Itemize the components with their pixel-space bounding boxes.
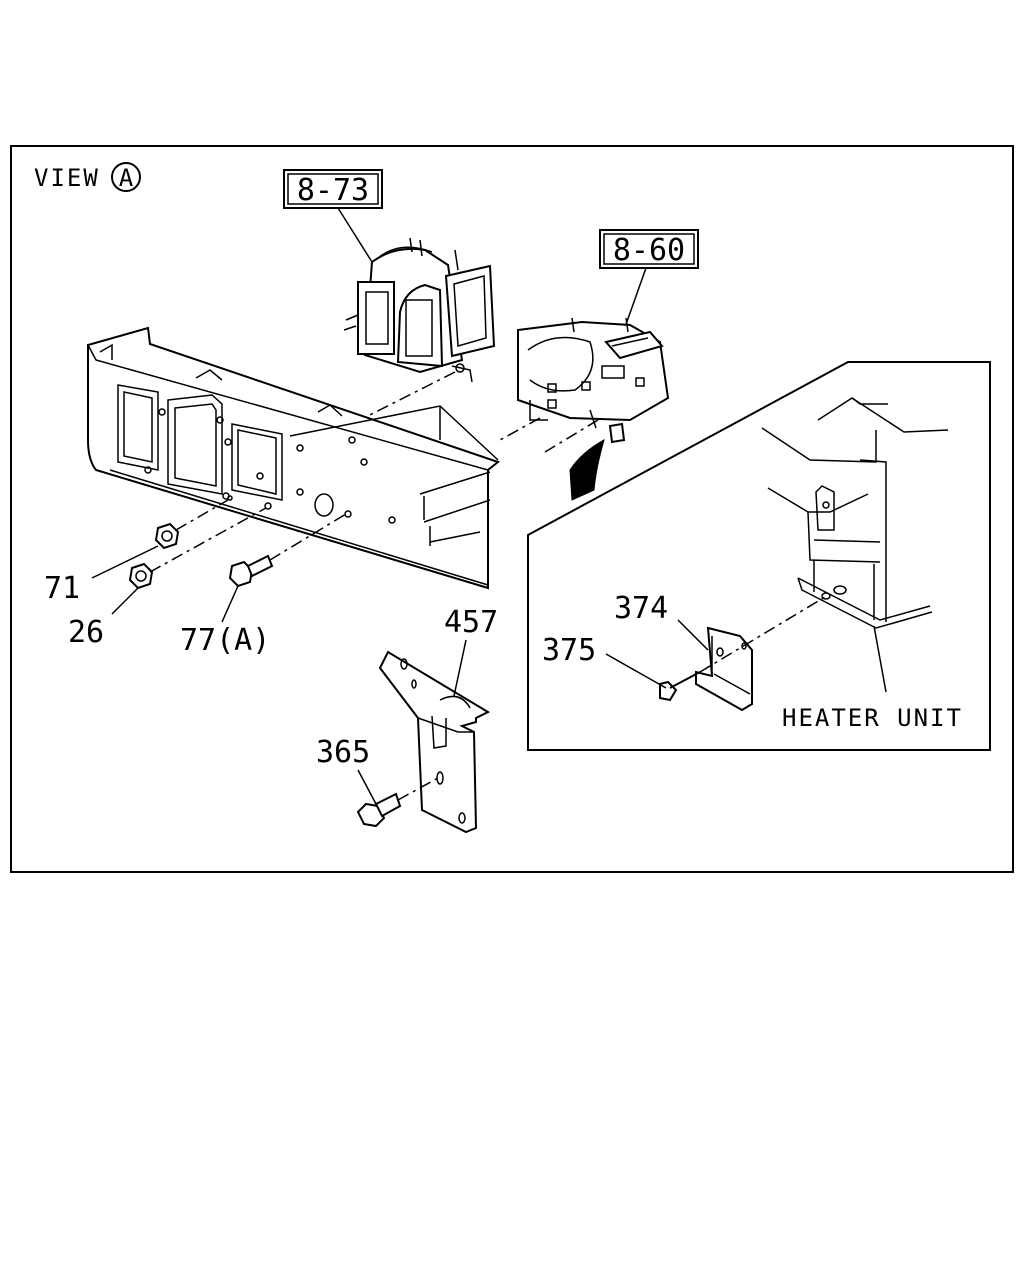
view-label: VIEW xyxy=(34,164,100,192)
ref-box-frame xyxy=(283,169,383,209)
ref-box-inner xyxy=(287,173,379,205)
diagram-frame xyxy=(10,145,1014,873)
ref-box-frame xyxy=(599,229,699,269)
detail-inset xyxy=(527,361,991,751)
nut-26 xyxy=(128,562,154,590)
leader-blower xyxy=(337,207,373,263)
view-title: VIEW A xyxy=(34,162,141,192)
evaporator-unit xyxy=(517,317,670,444)
assembly-line xyxy=(499,417,541,441)
heater-unit-label: HEATER UNIT xyxy=(782,704,963,732)
bracket-457 xyxy=(378,650,491,834)
assembly-line xyxy=(397,777,439,801)
callout-77a: 77(A) xyxy=(180,623,270,658)
leader-26 xyxy=(111,587,139,615)
callout-374: 374 xyxy=(614,591,668,626)
callout-457: 457 xyxy=(444,605,498,640)
dashboard-frame xyxy=(87,326,501,590)
ref-box-8-73: 8-73 xyxy=(283,169,383,209)
callout-71: 71 xyxy=(44,571,80,606)
view-letter: A xyxy=(119,164,134,192)
assembly-line xyxy=(149,507,267,573)
assembly-line xyxy=(175,499,229,531)
ref-box-8-60: 8-60 xyxy=(599,229,699,269)
leader-77 xyxy=(221,585,239,623)
callout-365: 365 xyxy=(316,735,370,770)
leader-evaporator xyxy=(623,267,647,331)
nut-71 xyxy=(154,522,180,550)
leader-457 xyxy=(453,639,467,697)
bolt-365 xyxy=(356,792,402,828)
blower-unit xyxy=(343,237,496,383)
ref-label-evaporator: 8-60 xyxy=(613,233,685,268)
assembly-line xyxy=(269,513,347,561)
view-circle-icon xyxy=(111,162,141,192)
detail-arrow-icon xyxy=(569,438,605,501)
leader-365 xyxy=(357,769,377,805)
ref-label-blower: 8-73 xyxy=(297,173,369,208)
assembly-line xyxy=(544,419,599,453)
ref-box-inner xyxy=(603,233,695,265)
leader-71 xyxy=(91,545,159,579)
bolt-77 xyxy=(228,554,274,588)
callout-26: 26 xyxy=(68,615,104,650)
callout-375: 375 xyxy=(542,633,596,668)
